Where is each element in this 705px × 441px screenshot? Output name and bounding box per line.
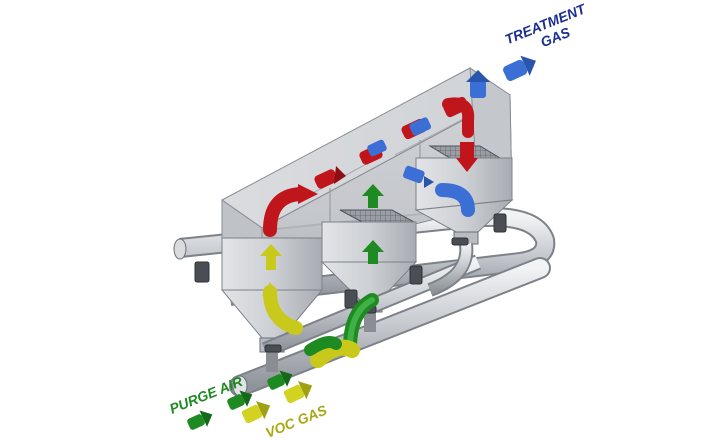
cool-flow-elbow <box>435 183 475 217</box>
voc-flow-arrows-up <box>260 244 282 270</box>
clamp-icon <box>194 213 507 353</box>
voc-elbow-pipe <box>262 282 303 335</box>
hot-flow-elbow-left <box>263 184 318 237</box>
voc-gas-label: VOC GAS <box>263 402 329 441</box>
purge-front-elbow <box>304 336 342 356</box>
cool-flow-arrows <box>367 70 490 188</box>
hot-flow-elbow-right <box>442 97 478 172</box>
treatment-gas-label: TREATMENT GAS <box>502 0 588 50</box>
purge-air-inlet-arrows <box>187 370 293 430</box>
purge-flow-arrows-up <box>362 184 384 264</box>
voc-gas-inlet-arrows <box>241 381 313 424</box>
treatment-gas-outlet-arrow <box>503 55 536 82</box>
